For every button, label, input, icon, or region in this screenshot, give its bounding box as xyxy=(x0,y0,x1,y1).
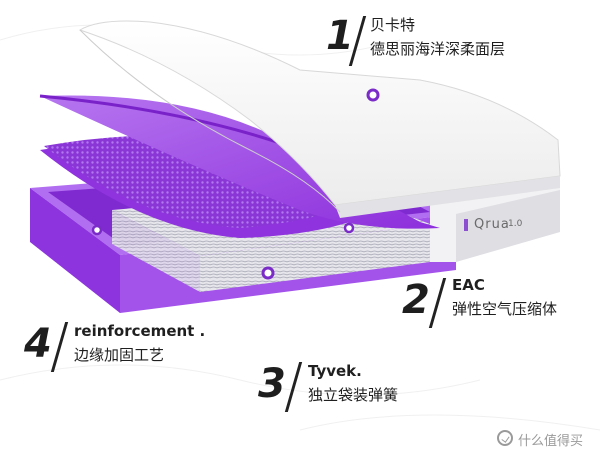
brand-label: Qrua 1.0 xyxy=(456,214,532,238)
callout-divider xyxy=(284,362,303,412)
brand-version: 1.0 xyxy=(508,219,523,229)
callout-subtitle: 弹性空气压缩体 xyxy=(452,300,558,318)
callout-number: 2 xyxy=(402,277,430,323)
callout-1: 1 贝卡特 德思丽海洋深柔面层 xyxy=(326,14,566,74)
callout-title: 贝卡特 xyxy=(370,16,416,34)
callout-3: 3 Tyvek. 独立袋装弹簧 xyxy=(258,358,438,418)
watermark-text: 什么值得买 xyxy=(518,434,584,449)
callout-title: EAC xyxy=(452,276,485,294)
marker-dot-1 xyxy=(366,88,380,102)
callout-number: 1 xyxy=(326,13,354,59)
callout-number: 3 xyxy=(258,361,286,407)
brand-name: Qrua xyxy=(474,217,510,232)
zhi-checkmark-icon xyxy=(497,430,513,446)
callout-divider xyxy=(50,322,69,372)
callout-subtitle: 边缘加固工艺 xyxy=(74,346,165,364)
callout-divider xyxy=(428,278,447,328)
comfort-cover-layer xyxy=(78,20,561,218)
callout-number: 4 xyxy=(24,321,52,367)
marker-dots xyxy=(91,88,380,280)
callout-subtitle: 德思丽海洋深柔面层 xyxy=(370,40,506,58)
marker-dot-3 xyxy=(261,266,275,280)
watermark: 什么值得买 xyxy=(497,430,592,449)
callout-title: reinforcement . xyxy=(74,322,206,340)
callout-title: Tyvek. xyxy=(308,362,362,380)
marker-dot-2 xyxy=(343,222,355,234)
callout-subtitle: 独立袋装弹簧 xyxy=(308,386,399,404)
brand-mark-icon xyxy=(464,219,468,231)
callout-2: 2 EAC 弹性空气压缩体 xyxy=(402,274,582,334)
callout-4: 4 reinforcement . 边缘加固工艺 xyxy=(24,318,234,378)
marker-dot-4 xyxy=(91,224,103,236)
